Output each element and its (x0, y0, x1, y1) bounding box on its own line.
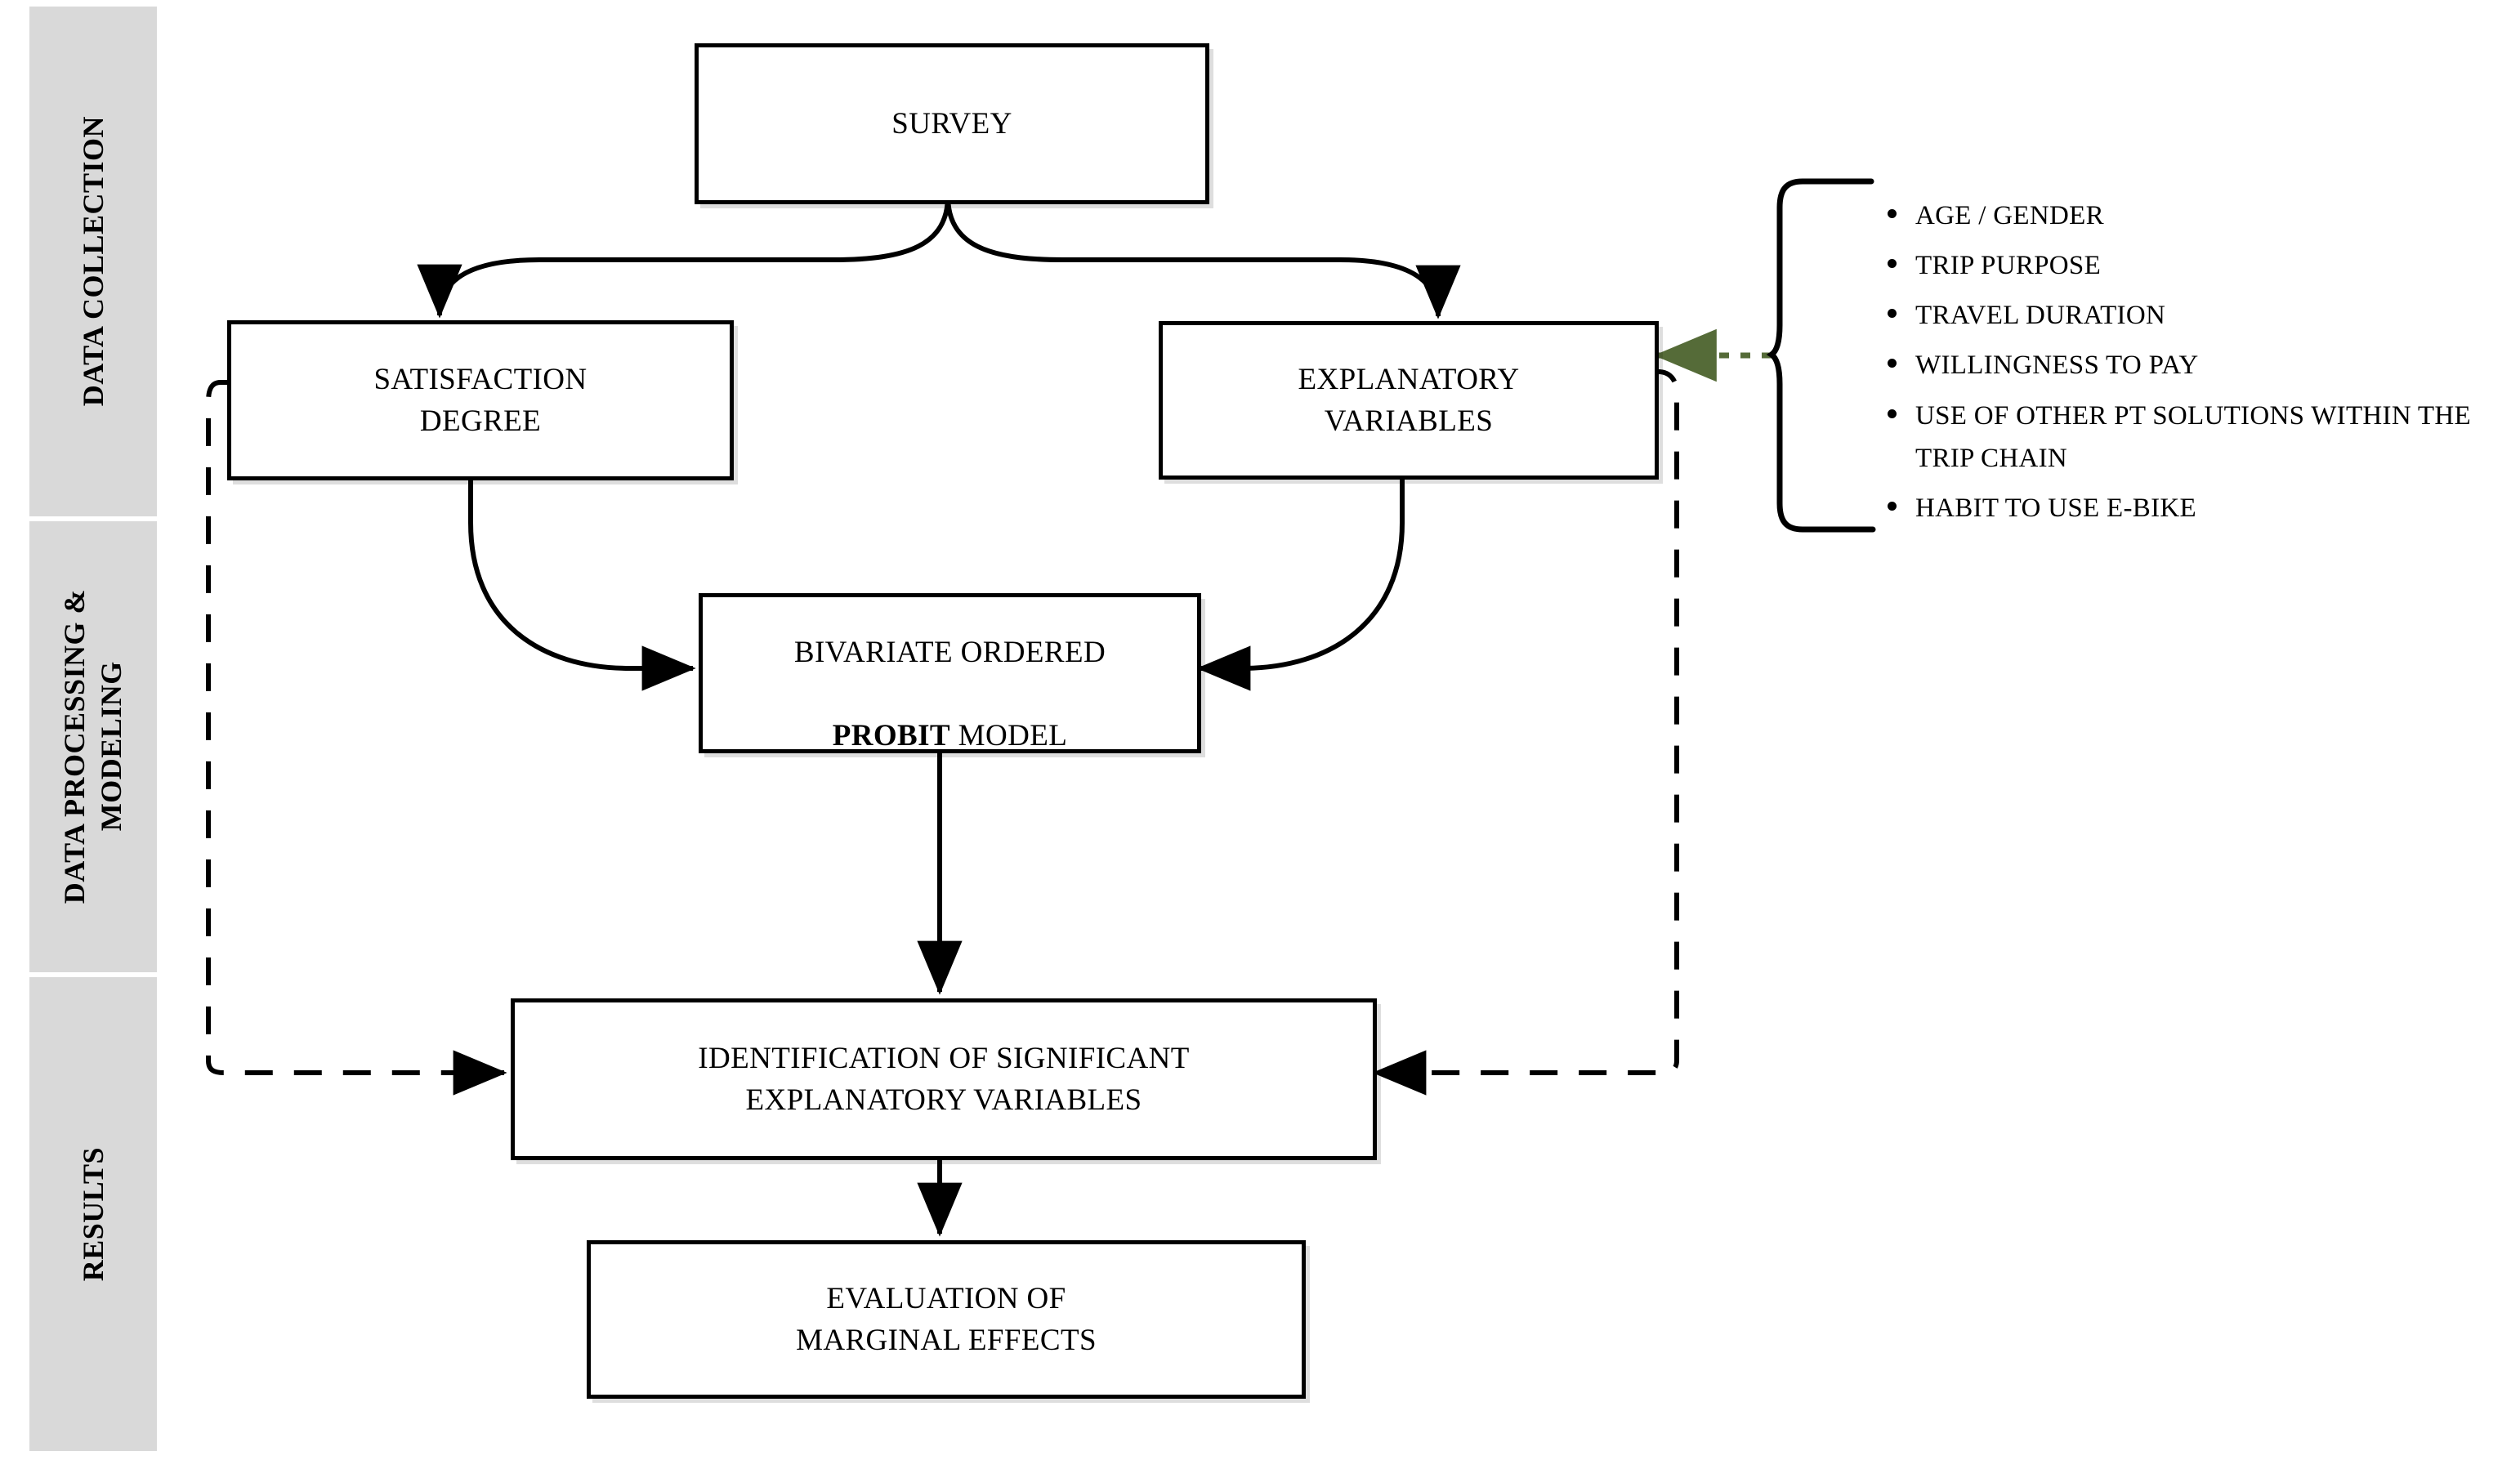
list-item: TRIP PURPOSE (1888, 244, 2500, 287)
explanatory-variable-list: AGE / GENDER TRIP PURPOSE TRAVEL DURATIO… (1879, 194, 2500, 537)
node-evaluation-of-marginal-effects[interactable]: EVALUATION OF MARGINAL EFFECTS (587, 1240, 1306, 1399)
list-item: TRAVEL DURATION (1888, 294, 2500, 337)
list-item: WILLINGNESS TO PAY (1888, 344, 2500, 386)
node-survey-label: SURVEY (891, 106, 1012, 141)
node-satisfaction-degree-label: SATISFACTION DEGREE (373, 362, 588, 438)
edge-satisfaction-to-probit (468, 472, 696, 691)
node-probit-line2-tail: MODEL (950, 719, 1068, 753)
edge-explanatory-to-probit (1196, 471, 1405, 691)
phase-label-data-collection: DATA COLLECTION (76, 116, 109, 407)
node-identification-of-significant-explanatory-variables[interactable]: IDENTIFICATION OF SIGNIFICANT EXPLANATOR… (511, 998, 1377, 1160)
list-item: AGE / GENDER (1888, 194, 2500, 237)
node-explanatory-variables-label: EXPLANATORY VARIABLES (1298, 362, 1520, 438)
list-item: USE OF OTHER PT SOLUTIONS WITHIN THE TRI… (1888, 395, 2500, 480)
edge-satisfaction-feedback-loop (206, 380, 507, 1096)
variable-list-brace (1766, 178, 1876, 533)
node-evaluation-label: EVALUATION OF MARGINAL EFFECTS (796, 1281, 1097, 1357)
node-identification-label: IDENTIFICATION OF SIGNIFICANT EXPLANATOR… (698, 1041, 1190, 1117)
edge-survey-to-satisfaction (417, 195, 950, 319)
node-satisfaction-degree[interactable]: SATISFACTION DEGREE (227, 320, 734, 480)
node-bivariate-ordered-probit-model[interactable]: BIVARIATE ORDERED PROBIT MODEL (699, 593, 1201, 753)
node-probit-label: BIVARIATE ORDERED PROBIT MODEL (784, 590, 1115, 757)
node-explanatory-variables[interactable]: EXPLANATORY VARIABLES (1159, 321, 1659, 480)
node-survey[interactable]: SURVEY (695, 43, 1209, 204)
edge-survey-to-explanatory (945, 195, 1461, 319)
phase-panel-results: RESULTS (29, 977, 157, 1451)
list-item: HABIT TO USE E-BIKE (1888, 487, 2500, 529)
node-probit-line1: BIVARIATE ORDERED (793, 635, 1106, 669)
phase-label-results: RESULTS (76, 1146, 109, 1282)
node-probit-bold-word: PROBIT (832, 719, 951, 753)
phase-label-data-processing: DATA PROCESSING & MODELING (58, 589, 127, 904)
phase-panel-data-processing: DATA PROCESSING & MODELING (29, 521, 157, 972)
variable-list-items: AGE / GENDER TRIP PURPOSE TRAVEL DURATIO… (1879, 194, 2500, 529)
phase-panel-data-collection: DATA COLLECTION (29, 7, 157, 516)
